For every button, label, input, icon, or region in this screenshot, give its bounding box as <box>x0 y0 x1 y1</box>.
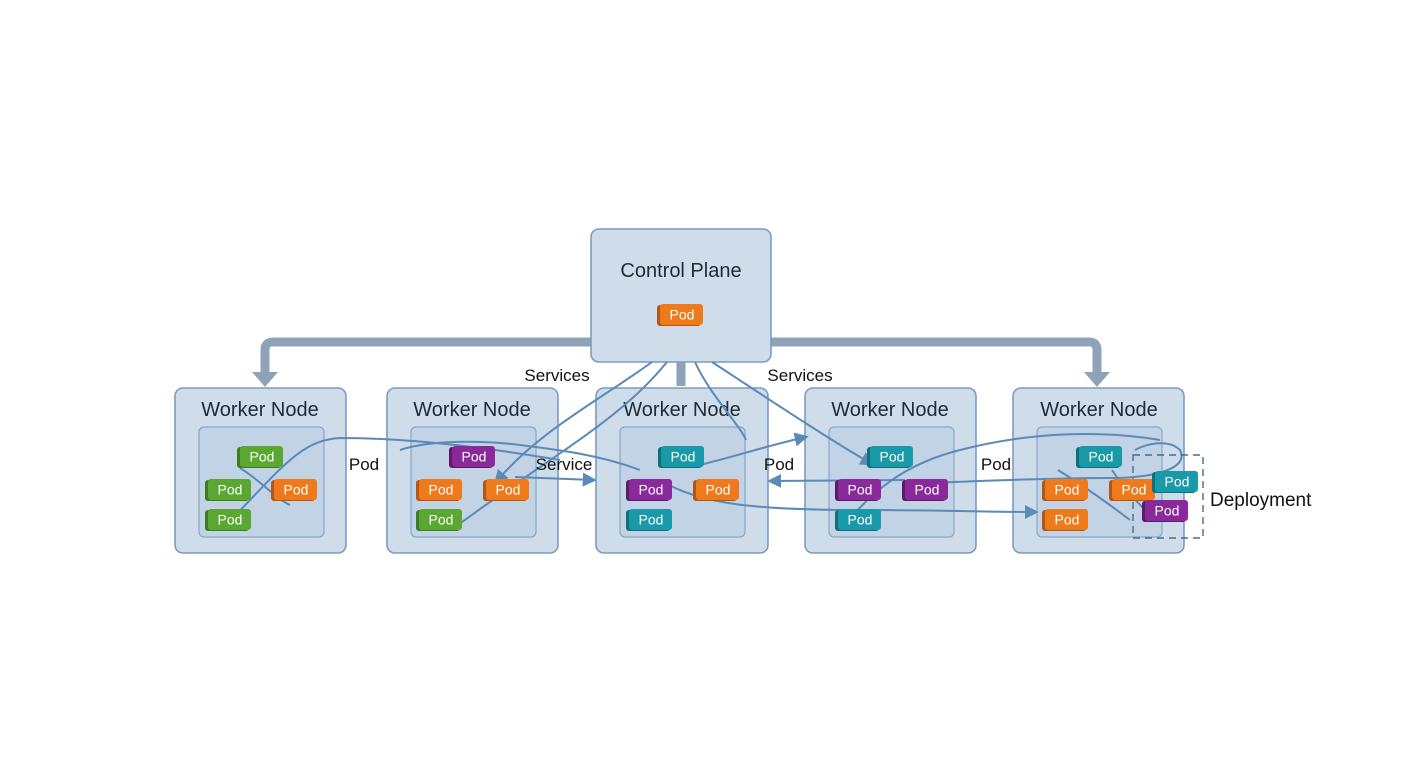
pod[interactable]: Pod <box>416 509 462 531</box>
connector-arrowheads <box>252 372 1110 387</box>
pod[interactable]: Pod <box>835 509 881 531</box>
worker-node-3[interactable]: Worker Node <box>595 387 769 554</box>
worker-node-label: Worker Node <box>201 399 318 421</box>
link-node1-cross-b <box>239 467 291 506</box>
pod-label: Pod <box>218 482 243 498</box>
pod[interactable]: Pod <box>835 479 881 501</box>
pod-link-label-1: Pod <box>349 455 379 474</box>
services-label-right: Services <box>767 366 832 385</box>
pod-label: Pod <box>671 449 696 465</box>
connector-right-arrowhead <box>1084 372 1110 387</box>
service-link-label: Service <box>536 455 593 474</box>
link-cp-to-node3 <box>694 361 747 441</box>
pod[interactable]: Pod <box>449 446 495 468</box>
pod[interactable]: Pod <box>626 479 672 501</box>
pod-label: Pod <box>706 482 731 498</box>
pod-label: Pod <box>1089 449 1114 465</box>
pod[interactable]: Pod <box>1042 479 1088 501</box>
pod-label: Pod <box>1055 512 1080 528</box>
connector-left-arrowhead <box>252 372 278 387</box>
pod-label: Pod <box>429 512 454 528</box>
worker-node-label: Worker Node <box>623 399 740 421</box>
link-node4-to-deployment <box>929 442 1183 484</box>
pod-label: Pod <box>250 449 275 465</box>
worker-node-4[interactable]: Worker Node <box>804 387 977 554</box>
link-node2-loop <box>399 440 641 471</box>
pod-label: Pod <box>462 449 487 465</box>
control-plane-pod[interactable]: Pod <box>657 304 703 326</box>
pod[interactable]: Pod <box>658 446 704 468</box>
control-plane-connectors <box>260 337 1102 386</box>
services-label-left: Services <box>524 366 589 385</box>
pod[interactable]: Pod <box>205 509 251 531</box>
pod-link-label-2: Pod <box>764 455 794 474</box>
pod-label: Pod <box>1122 482 1147 498</box>
pod-label: Pod <box>848 482 873 498</box>
pod[interactable]: Pod <box>1109 479 1155 501</box>
pod[interactable]: Pod <box>1076 446 1122 468</box>
pod[interactable]: Pod <box>693 479 739 501</box>
deployment-pod[interactable]: Pod <box>1142 500 1188 522</box>
link-node4-cross <box>844 433 1161 526</box>
pod-label: Pod <box>1055 482 1080 498</box>
link-node5-cross <box>1057 469 1131 521</box>
link-node1-cross-a <box>225 436 561 526</box>
pods-layer: Pod Pod Pod Pod Pod Pod <box>205 446 1198 531</box>
pod-label: Pod <box>429 482 454 498</box>
worker-node-1[interactable]: Worker Node <box>174 387 347 554</box>
connector-right <box>771 337 1102 374</box>
worker-node-label: Worker Node <box>1040 399 1157 421</box>
worker-node-5[interactable]: Worker Node <box>1012 387 1185 554</box>
pod[interactable]: Pod <box>626 509 672 531</box>
pod[interactable]: Pod <box>237 446 283 468</box>
pod-label: Pod <box>1155 503 1180 519</box>
pod-label: Pod <box>670 307 695 323</box>
pod[interactable]: Pod <box>271 479 317 501</box>
pod-label: Pod <box>880 449 905 465</box>
pod[interactable]: Pod <box>416 479 462 501</box>
pod-link-label-3: Pod <box>981 455 1011 474</box>
link-cp-to-node2 <box>494 361 653 485</box>
pod-label: Pod <box>848 512 873 528</box>
link-node2-service <box>514 472 597 487</box>
pod[interactable]: Pod <box>1042 509 1088 531</box>
connector-left <box>260 337 591 374</box>
pod-label: Pod <box>1165 474 1190 490</box>
deployment-pod[interactable]: Pod <box>1152 471 1198 493</box>
link-node3-to-node4-up <box>699 432 809 466</box>
worker-node-label: Worker Node <box>831 399 948 421</box>
pod-label: Pod <box>218 512 243 528</box>
pod[interactable]: Pod <box>483 479 529 501</box>
pod-label: Pod <box>284 482 309 498</box>
pod-label: Pod <box>915 482 940 498</box>
pod-label: Pod <box>639 512 664 528</box>
pod[interactable]: Pod <box>867 446 913 468</box>
pod[interactable]: Pod <box>205 479 251 501</box>
worker-node-2[interactable]: Worker Node <box>386 387 559 554</box>
service-links <box>225 361 1183 526</box>
pod-label: Pod <box>496 482 521 498</box>
link-cp-to-node4 <box>711 361 875 466</box>
control-plane-label: Control Plane <box>620 260 741 282</box>
deployment-label: Deployment <box>1210 490 1312 511</box>
worker-node-label: Worker Node <box>413 399 530 421</box>
pod-label: Pod <box>639 482 664 498</box>
pod[interactable]: Pod <box>902 479 948 501</box>
control-plane[interactable]: Control Plane Pod <box>590 228 772 363</box>
